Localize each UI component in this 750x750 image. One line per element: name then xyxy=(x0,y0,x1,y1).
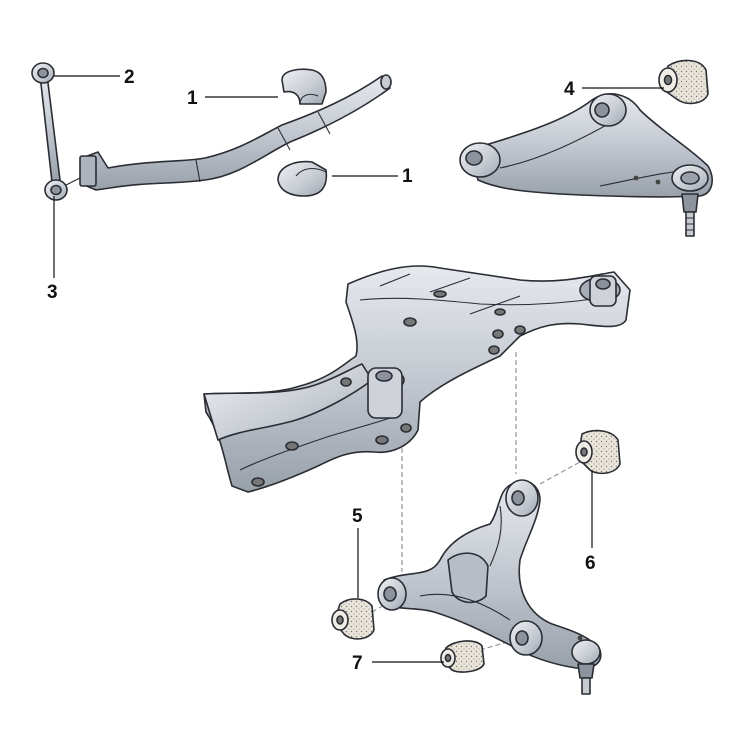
lower-arm-inner-bushing xyxy=(440,640,485,673)
leader-lines xyxy=(53,75,664,663)
lower-arm-front-bushing xyxy=(331,598,375,640)
stabilizer-bar xyxy=(79,74,392,191)
upper-arm-bushing xyxy=(658,59,709,105)
callout-4: 4 xyxy=(564,79,575,100)
callout-1a: 1 xyxy=(187,88,198,109)
stabilizer-link xyxy=(31,62,81,201)
callout-7: 7 xyxy=(352,653,363,674)
lower-control-arm xyxy=(377,479,602,695)
front-subframe xyxy=(203,265,631,493)
lower-arm-rear-bushing xyxy=(575,429,621,475)
stabilizer-bar-end xyxy=(79,155,97,187)
callout-1b: 1 xyxy=(402,166,413,187)
callout-3: 3 xyxy=(47,282,58,303)
callout-6: 6 xyxy=(585,553,596,574)
callout-5: 5 xyxy=(352,506,363,527)
upper-control-arm xyxy=(459,93,713,237)
stabilizer-bushing-upper xyxy=(281,68,327,105)
alignment-lines xyxy=(371,352,581,651)
callout-labels: 1 1 2 3 4 5 6 7 xyxy=(47,67,596,674)
stabilizer-bushing-lower xyxy=(277,160,328,197)
callout-2: 2 xyxy=(124,67,135,88)
